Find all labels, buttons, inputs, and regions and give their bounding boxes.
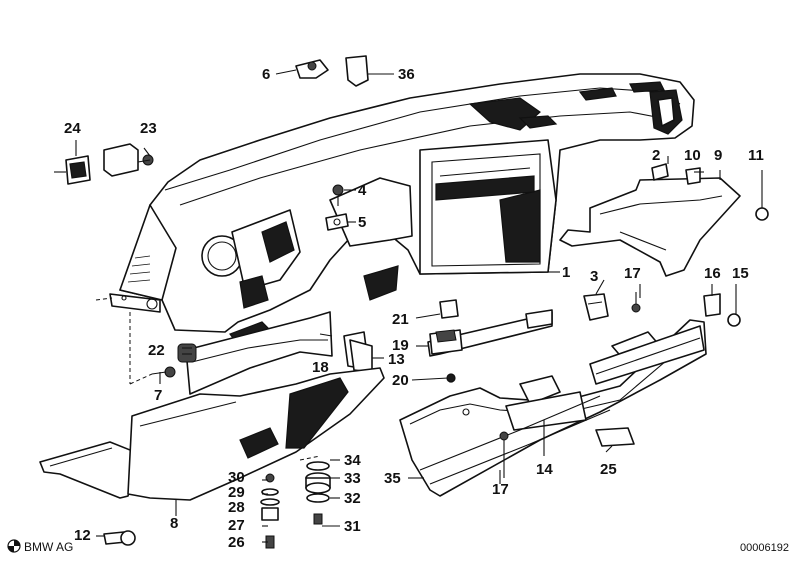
pad-25 [595, 427, 635, 447]
label-part-29: 29 [228, 484, 245, 501]
label-part-5: 5 [358, 214, 366, 231]
dashboard-carrier [119, 73, 695, 343]
label-part-28: 28 [228, 499, 245, 516]
label-part-20: 20 [392, 372, 409, 389]
label-part-22: 22 [148, 342, 165, 359]
clip-16-screw-15 [631, 284, 741, 327]
clip-3 [583, 293, 609, 321]
label-part-32: 32 [344, 490, 361, 507]
label-part-7: 7 [154, 387, 162, 404]
label-part-10: 10 [684, 147, 701, 164]
side-panel-9 [559, 177, 741, 277]
diagram-id: 00006192 [740, 542, 789, 554]
label-part-34: 34 [344, 452, 361, 469]
label-part-31: 31 [344, 518, 361, 535]
label-part-17a: 17 [624, 265, 641, 282]
label-part-9: 9 [714, 147, 722, 164]
knee-panel [185, 311, 333, 395]
brand-label: BMW AG [24, 540, 73, 554]
label-part-17b: 17 [492, 481, 509, 498]
label-part-15: 15 [732, 265, 749, 282]
label-part-18: 18 [312, 359, 329, 376]
mount-stack [260, 455, 331, 549]
label-part-8: 8 [170, 515, 178, 532]
footer: BMW AG 00006192 [7, 539, 789, 554]
label-part-12: 12 [74, 527, 91, 544]
leader-lines [75, 69, 721, 543]
hardware-2-10-11 [651, 156, 769, 221]
label-part-27: 27 [228, 517, 245, 534]
label-part-25: 25 [600, 461, 617, 478]
left-side-mount [95, 293, 161, 384]
label-part-16: 16 [704, 265, 721, 282]
label-part-6: 6 [262, 66, 270, 83]
label-part-3: 3 [590, 268, 598, 285]
label-part-24: 24 [64, 120, 81, 137]
screw-4-nut-5 [325, 184, 349, 231]
channel-bracket [427, 299, 553, 383]
screw-7 [129, 366, 176, 385]
label-part-26: 26 [228, 534, 245, 551]
label-part-2: 2 [652, 147, 660, 164]
lower-right-trim [399, 319, 707, 497]
label-part-33: 33 [344, 470, 361, 487]
switch-24-relay-23 [54, 143, 154, 185]
clips-6-36 [295, 55, 369, 87]
label-part-19: 19 [392, 337, 409, 354]
label-part-4: 4 [358, 182, 367, 199]
label-part-30: 30 [228, 469, 245, 486]
label-part-11: 11 [748, 147, 764, 164]
label-part-13: 13 [388, 351, 405, 368]
lower-left-panel [39, 367, 385, 501]
screw-12 [96, 530, 136, 546]
label-part-21: 21 [392, 311, 409, 328]
label-part-36: 36 [398, 66, 415, 83]
label-part-14: 14 [536, 461, 553, 478]
bracket-13 [343, 331, 373, 373]
part-number-labels: 1 2 3 4 5 6 7 8 9 10 11 12 13 14 15 16 1… [64, 66, 764, 551]
bmw-logo-icon [7, 539, 21, 553]
label-part-1: 1 [562, 264, 570, 281]
label-part-23: 23 [140, 120, 157, 137]
label-part-35: 35 [384, 470, 401, 487]
knob-22 [177, 343, 197, 363]
